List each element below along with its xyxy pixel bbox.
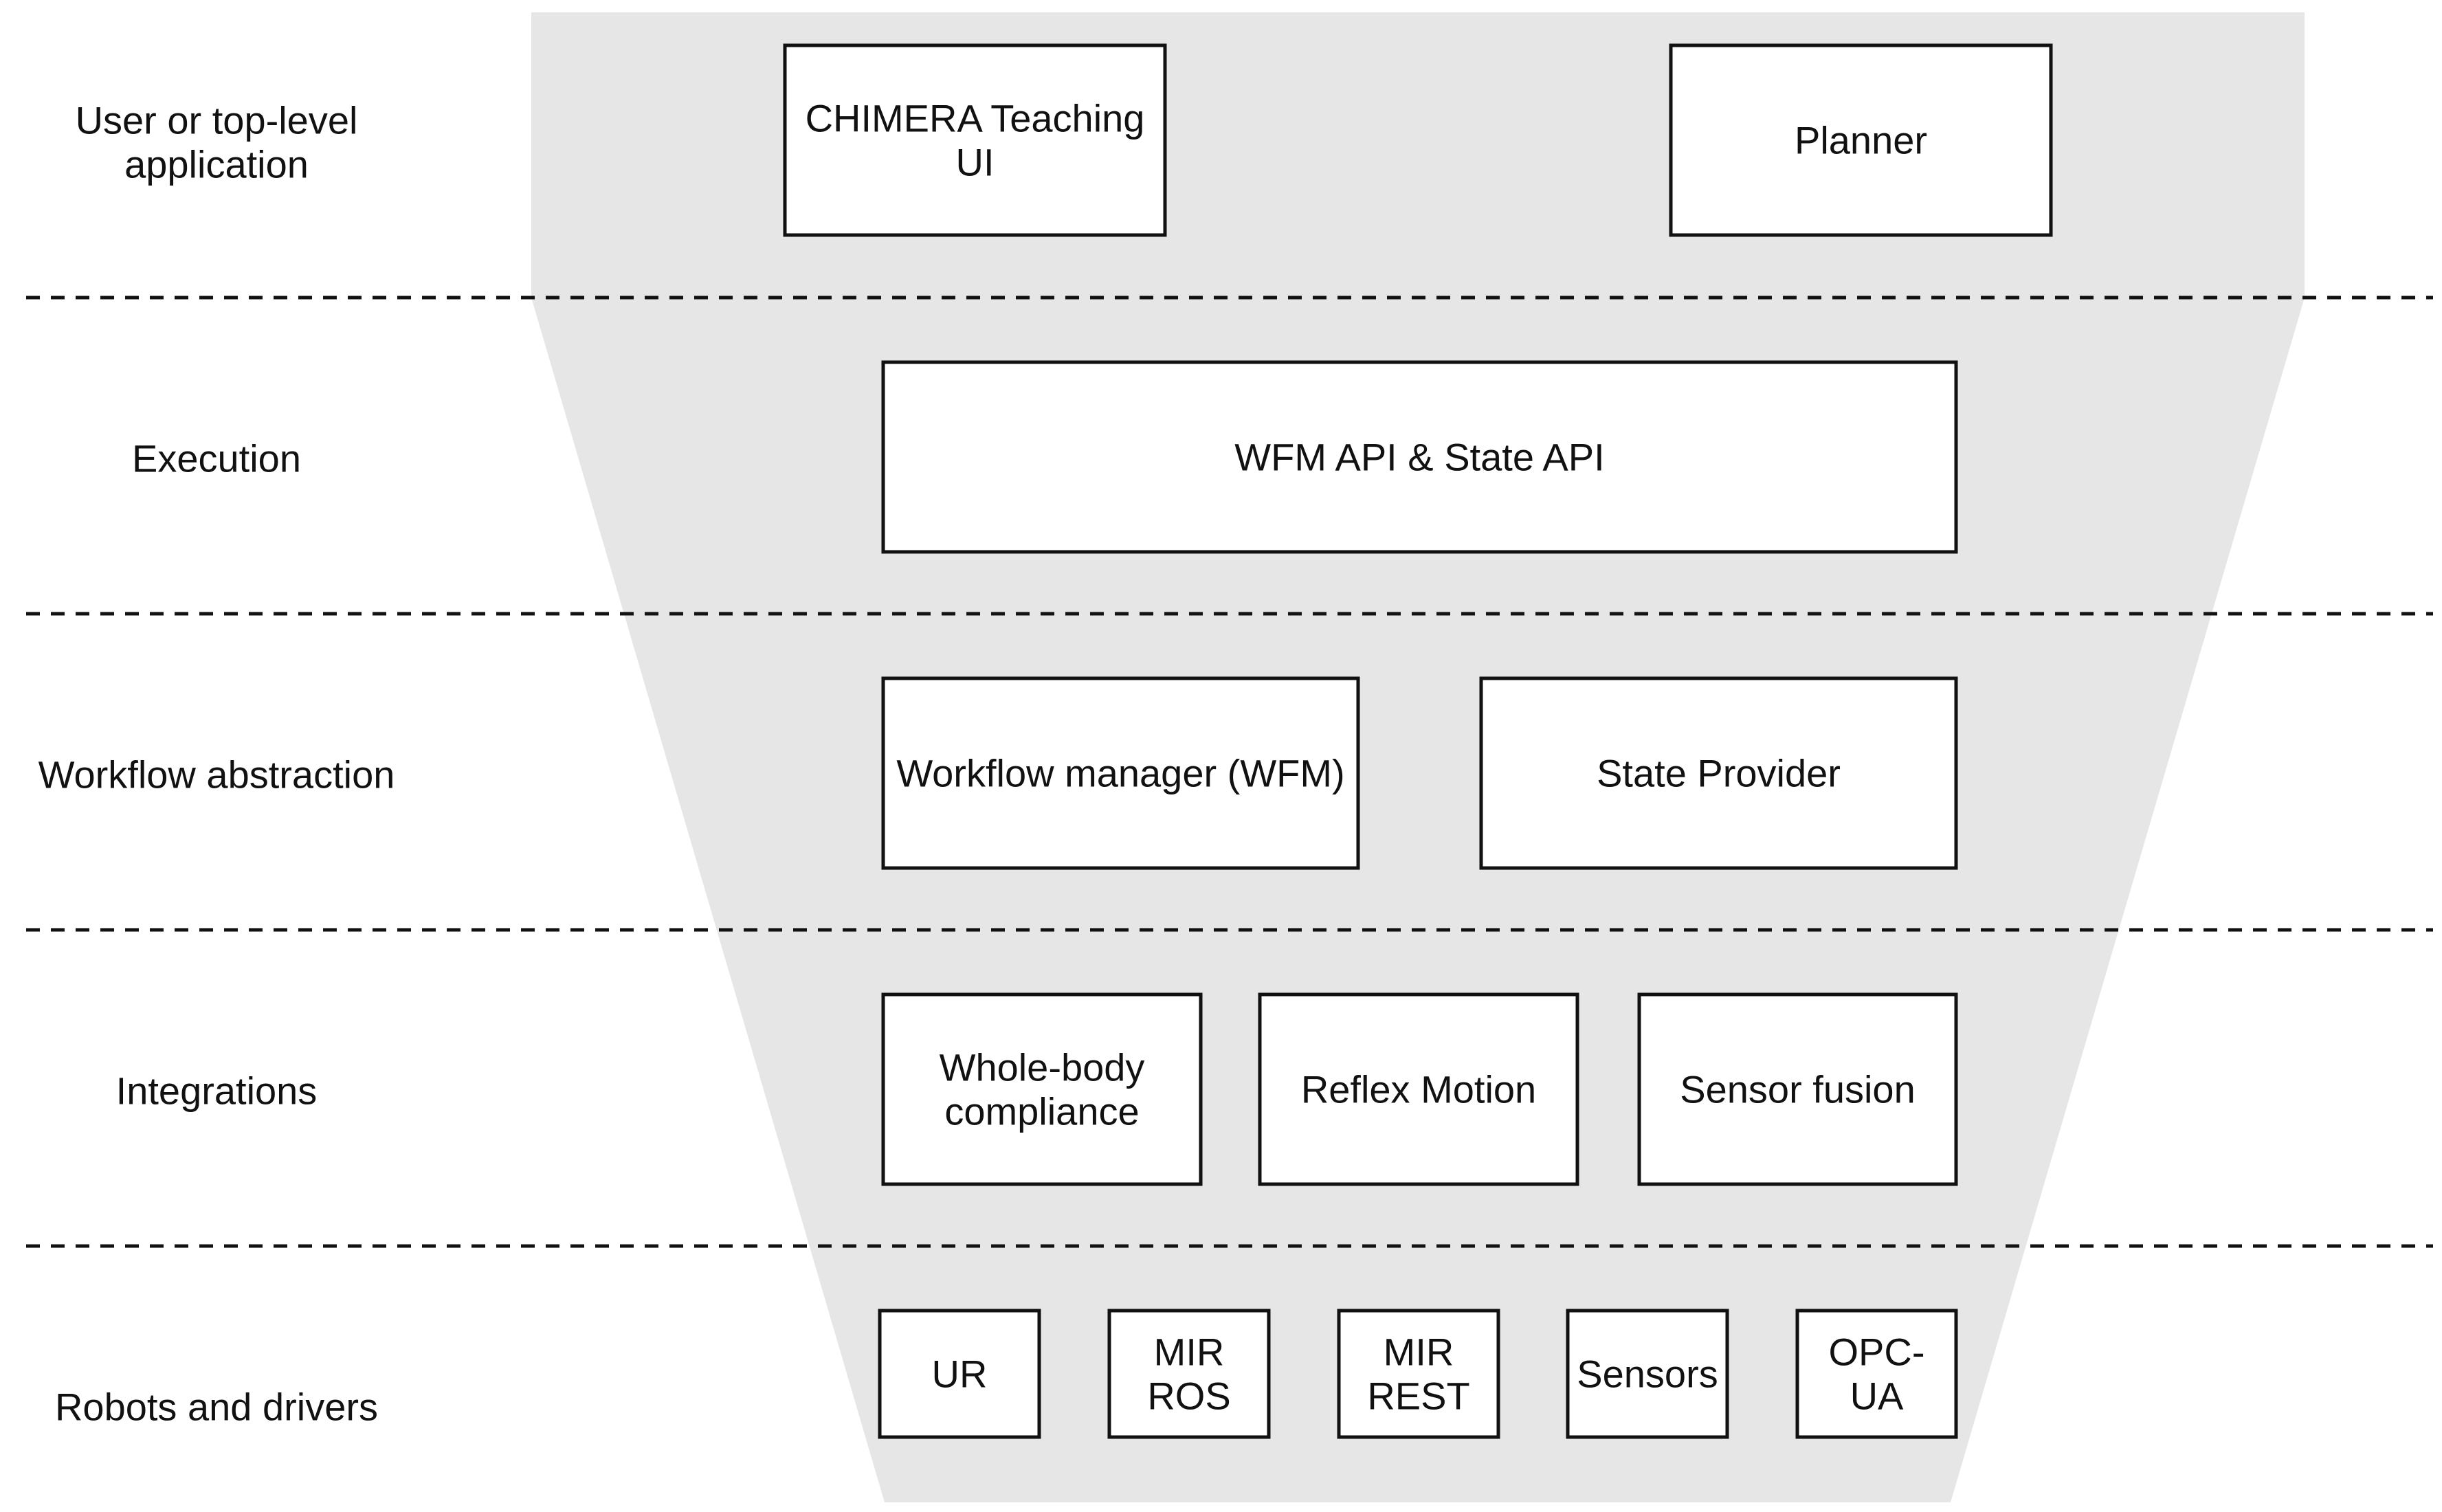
layer-label-execution: Execution — [132, 437, 301, 480]
box-wfm-state-api-label: WFM API & State API — [1234, 436, 1604, 479]
box-planner: Planner — [1669, 43, 2053, 237]
box-opc-ua-label-line-2: UA — [1850, 1375, 1904, 1418]
box-chimera-teaching-ui-label-line-1: CHIMERA Teaching — [806, 97, 1145, 140]
layer-label-top-text-line-1: User or top-level — [76, 99, 358, 142]
box-state-provider-label: State Provider — [1597, 752, 1841, 795]
box-sensors-label: Sensors — [1577, 1353, 1718, 1396]
box-reflex-motion: Reflex Motion — [1258, 992, 1579, 1186]
box-workflow-manager-frame — [881, 676, 1360, 870]
box-reflex-motion-label: Reflex Motion — [1301, 1068, 1536, 1111]
box-workflow-manager: Workflow manager (WFM) — [881, 676, 1360, 870]
box-opc-ua: OPC-UA — [1795, 1309, 1958, 1439]
box-opc-ua-frame — [1795, 1309, 1958, 1439]
box-wfm-state-api-frame — [881, 360, 1958, 554]
layer-label-integrations-text: Integrations — [116, 1069, 318, 1113]
box-workflow-manager-label: Workflow manager (WFM) — [896, 752, 1344, 795]
box-sensors: Sensors — [1566, 1309, 1729, 1439]
layer-labels: User or top-levelapplicationExecutionWor… — [38, 99, 395, 1429]
box-reflex-motion-frame — [1258, 992, 1579, 1186]
box-mir-ros-frame — [1107, 1309, 1271, 1439]
box-state-provider-frame — [1479, 676, 1958, 870]
layer-label-integrations: Integrations — [116, 1069, 318, 1113]
box-mir-ros-label-line-2: ROS — [1147, 1375, 1230, 1418]
box-chimera-teaching-ui-frame — [783, 43, 1167, 237]
box-state-provider: State Provider — [1479, 676, 1958, 870]
box-ur-label: UR — [932, 1353, 988, 1396]
box-mir-rest-label-line-2: REST — [1367, 1375, 1469, 1418]
box-planner-frame — [1669, 43, 2053, 237]
box-whole-body-compliance-label-line-2: compliance — [944, 1090, 1139, 1133]
box-whole-body-compliance-label-line-1: Whole-body — [940, 1046, 1145, 1089]
box-sensor-fusion-label: Sensor fusion — [1680, 1068, 1915, 1111]
layer-label-robots: Robots and drivers — [55, 1386, 378, 1429]
layer-label-execution-text: Execution — [132, 437, 301, 480]
box-ur: UR — [878, 1309, 1041, 1439]
box-mir-rest-frame — [1337, 1309, 1500, 1439]
box-mir-rest-label-line-1: MIR — [1384, 1331, 1454, 1374]
box-opc-ua-label-line-1: OPC- — [1829, 1331, 1925, 1374]
box-sensor-fusion: Sensor fusion — [1637, 992, 1958, 1186]
box-sensors-frame — [1566, 1309, 1729, 1439]
box-chimera-teaching-ui-label-line-2: UI — [956, 141, 995, 184]
layer-label-robots-text: Robots and drivers — [55, 1386, 378, 1429]
layer-label-workflow-text: Workflow abstraction — [38, 753, 395, 797]
layer-label-workflow: Workflow abstraction — [38, 753, 395, 797]
layer-label-top-text-line-2: application — [124, 143, 309, 186]
box-mir-ros-label-line-1: MIR — [1154, 1331, 1225, 1374]
box-sensor-fusion-frame — [1637, 992, 1958, 1186]
box-planner-label: Planner — [1795, 119, 1927, 162]
box-wfm-state-api: WFM API & State API — [881, 360, 1958, 554]
layer-dividers — [26, 296, 2433, 1248]
box-ur-frame — [878, 1309, 1041, 1439]
box-whole-body-compliance-frame — [881, 992, 1203, 1186]
